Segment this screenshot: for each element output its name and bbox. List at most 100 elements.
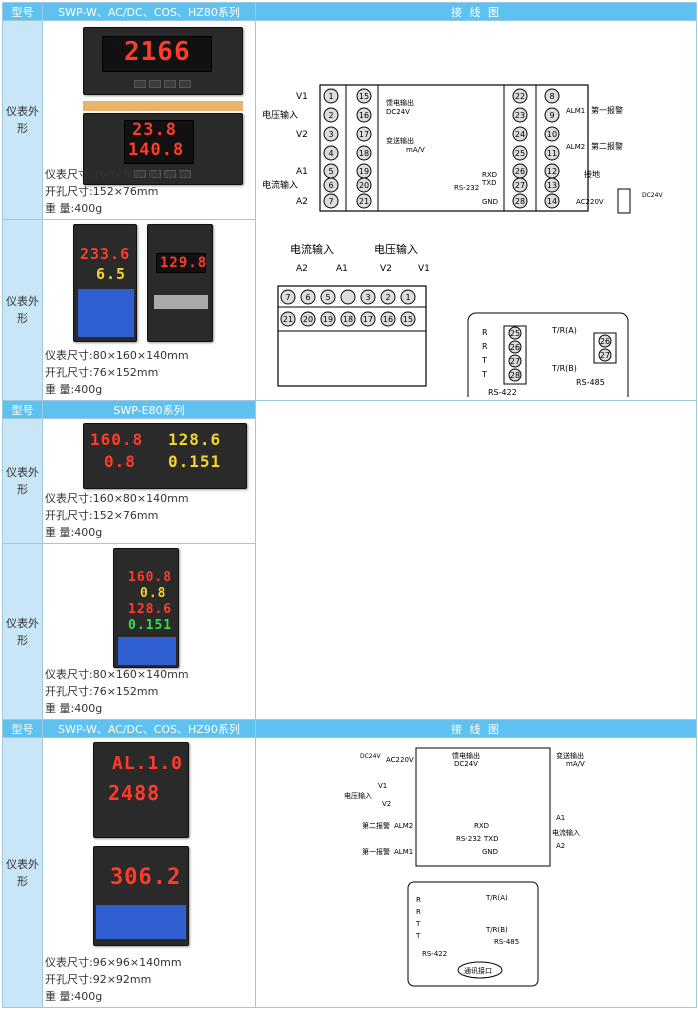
led-display: 2166	[124, 37, 191, 67]
svg-text:16: 16	[359, 111, 369, 120]
svg-text:AC220V: AC220V	[386, 756, 414, 764]
svg-text:9: 9	[549, 111, 554, 120]
svg-text:14: 14	[547, 197, 557, 206]
svg-text:TXD: TXD	[481, 179, 496, 187]
appearance-label: 仪表外形	[2, 418, 43, 544]
svg-text:V2: V2	[296, 130, 308, 140]
product-row: 仪表外形 160.8 128.6 0.8 0.151 仪表尺寸:160×80×1…	[2, 418, 697, 544]
svg-text:21: 21	[283, 315, 293, 324]
appearance-label: 仪表外形	[2, 737, 43, 1008]
svg-text:R: R	[482, 342, 488, 351]
wiring-header: 接 线 图	[255, 719, 697, 738]
header-row-w90: 型号 SWP-W、AC/DC、COS、HZ90系列 接 线 图	[2, 719, 697, 738]
svg-text:第二报警: 第二报警	[362, 821, 390, 830]
svg-text:6: 6	[305, 293, 310, 302]
svg-text:27: 27	[510, 357, 520, 366]
svg-text:A2: A2	[296, 264, 308, 274]
svg-text:RXD: RXD	[482, 171, 497, 179]
led-display: 140.8	[128, 140, 185, 160]
svg-text:R: R	[482, 328, 488, 337]
svg-text:T/R(A): T/R(A)	[551, 326, 577, 335]
svg-text:电流输入: 电流输入	[262, 179, 298, 191]
svg-text:23: 23	[515, 111, 525, 120]
svg-text:电压输入: 电压输入	[374, 242, 418, 256]
svg-text:通讯接口: 通讯接口	[464, 966, 492, 975]
svg-text:V1: V1	[418, 264, 430, 274]
svg-text:28: 28	[510, 371, 520, 380]
svg-text:12: 12	[547, 167, 557, 176]
svg-text:DC24V: DC24V	[386, 108, 410, 116]
meter-horizontal-dual: 23.8 140.8	[83, 113, 243, 185]
svg-text:T/R(B): T/R(B)	[485, 926, 508, 934]
svg-text:20: 20	[359, 181, 369, 190]
svg-text:T: T	[415, 932, 421, 940]
series-header: SWP-W、AC/DC、COS、HZ80系列	[42, 2, 256, 21]
appearance-label: 仪表外形	[2, 219, 43, 401]
svg-text:17: 17	[359, 130, 369, 139]
svg-text:A2: A2	[556, 842, 565, 850]
meter-vertical: 160.8 0.8 128.6 0.151	[113, 548, 179, 668]
wiring-diagram-cont	[255, 400, 697, 720]
svg-text:DC24V: DC24V	[642, 192, 663, 199]
svg-text:13: 13	[547, 181, 557, 190]
wiring-diagram-svg: 1 2 3 4 5 6 7 15 16 17 18 19 20 21	[262, 84, 663, 442]
svg-text:电压输入: 电压输入	[262, 109, 298, 121]
svg-text:V1: V1	[378, 782, 387, 790]
led-display: 23.8	[132, 120, 177, 140]
svg-text:T/R(A): T/R(A)	[485, 894, 508, 902]
svg-text:10: 10	[547, 130, 557, 139]
type-header: 型号	[2, 2, 43, 21]
svg-text:电压输入: 电压输入	[344, 791, 372, 800]
svg-text:5: 5	[325, 293, 330, 302]
svg-text:R: R	[416, 896, 421, 904]
svg-text:mA/V: mA/V	[406, 146, 425, 154]
svg-text:1: 1	[328, 92, 333, 101]
svg-text:2: 2	[328, 111, 333, 120]
svg-text:27: 27	[515, 181, 525, 190]
svg-text:馈电输出: 馈电输出	[452, 751, 480, 760]
product-row: 仪表外形 160.8 0.8 128.6 0.151 仪表尺寸:80×160×1…	[2, 543, 697, 720]
svg-text:T: T	[481, 356, 487, 365]
svg-text:3: 3	[365, 293, 370, 302]
svg-text:8: 8	[549, 92, 554, 101]
series-header: SWP-E80系列	[42, 400, 256, 419]
svg-text:ALM2: ALM2	[566, 143, 585, 151]
svg-text:26: 26	[510, 343, 520, 352]
svg-text:ALM2: ALM2	[394, 822, 413, 830]
meter-square: AL.1.0 2488	[93, 742, 189, 838]
svg-text:变送输出: 变送输出	[556, 751, 584, 760]
wiring-diagram-svg: DC24V AC220V V1 电压输入 V2 第二报警 ALM2 第一报警 A…	[344, 747, 585, 987]
svg-text:馈电输出: 馈电输出	[386, 98, 414, 107]
svg-text:15: 15	[359, 92, 369, 101]
svg-text:22: 22	[515, 92, 525, 101]
svg-text:DC24V: DC24V	[454, 760, 478, 768]
svg-text:7: 7	[285, 293, 290, 302]
meter-horizontal: 2166	[83, 27, 243, 95]
svg-text:GND: GND	[482, 848, 498, 856]
svg-text:V2: V2	[382, 800, 391, 808]
header-row-e80: 型号 SWP-E80系列	[2, 400, 697, 720]
svg-text:25: 25	[515, 149, 525, 158]
svg-text:15: 15	[403, 315, 413, 324]
svg-text:18: 18	[343, 315, 353, 324]
svg-text:27: 27	[600, 351, 610, 360]
wiring-header: 接 线 图	[255, 2, 697, 21]
meter-vertical: 129.8	[147, 224, 213, 343]
svg-text:变送输出: 变送输出	[386, 136, 414, 145]
svg-text:电流输入: 电流输入	[552, 828, 580, 837]
svg-text:26: 26	[600, 337, 610, 346]
svg-text:21: 21	[359, 197, 369, 206]
appearance-label: 仪表外形	[2, 543, 43, 720]
svg-text:20: 20	[303, 315, 313, 324]
wiring-diagram-80: 1 2 3 4 5 6 7 15 16 17 18 19 20 21	[255, 20, 697, 442]
